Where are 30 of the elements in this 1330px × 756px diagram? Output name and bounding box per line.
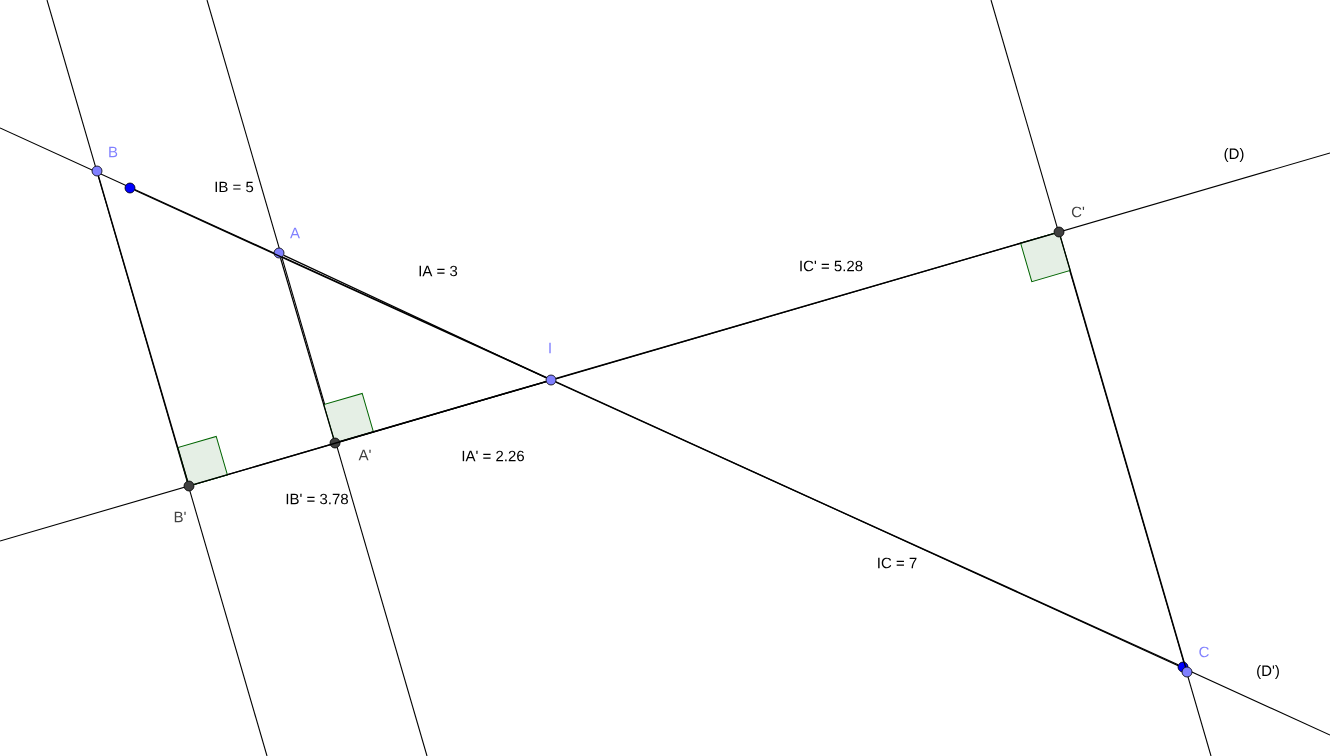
line-label: (D) [1224,148,1244,162]
point-label: B' [174,511,186,523]
edge-label: IB = 5 [213,180,255,194]
point [183,480,195,492]
edge-label: IB' = 3.78 [284,492,350,506]
point [273,247,285,259]
segment [1059,236,1187,668]
edge-label: IA' = 2.26 [460,449,526,463]
edge-label: IC' = 5.28 [797,259,865,273]
point-label: C [1199,646,1209,658]
point [545,374,557,386]
point-label: A [290,227,300,239]
edge-label: IC = 7 [875,556,919,570]
segment [279,257,335,439]
point [329,437,341,449]
segment [97,175,189,482]
point [1181,666,1193,678]
line-label: (D') [1257,665,1279,679]
point-label: C' [1071,206,1085,218]
segment [283,254,547,379]
point [1053,226,1065,238]
point [124,182,136,194]
point-label: A' [358,449,371,461]
segment [555,381,1179,666]
segment [555,232,1055,380]
edge-label: IA = 3 [417,264,459,278]
segment [193,380,547,486]
point-label: I [549,342,551,354]
point-label: B [109,146,118,158]
point [91,165,103,177]
